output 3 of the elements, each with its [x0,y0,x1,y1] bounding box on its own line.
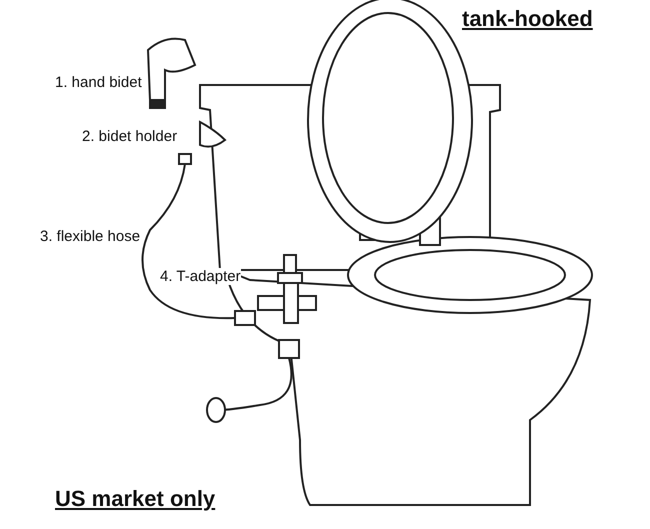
caption: US market only [55,486,216,512]
part-label: 4. T-adapter [160,268,241,285]
heading: tank-hooked [462,6,593,32]
